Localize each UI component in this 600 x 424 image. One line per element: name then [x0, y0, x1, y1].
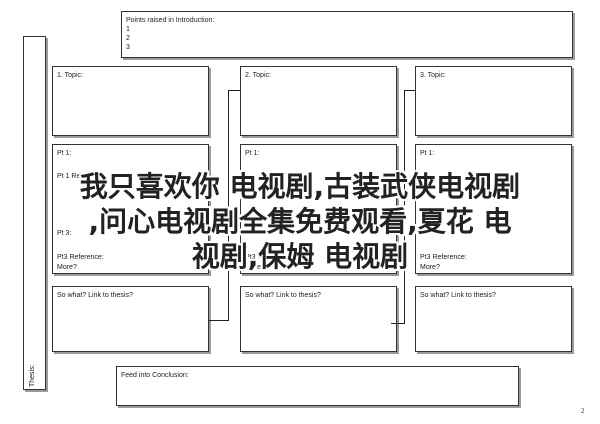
more-label-3: More? [420, 264, 440, 271]
conclusion-label: Feed into Conclusion: [121, 372, 189, 379]
so-what-box-2: So what? Link to thesis? [240, 286, 397, 352]
so-what-label-2: So what? Link to thesis? [245, 292, 321, 299]
points-item-1: 1 [126, 26, 130, 33]
pt1-label-1: Pt 1: [57, 150, 72, 157]
pt1-label-2: Pt 1: [245, 150, 260, 157]
points-item-2: 2 [126, 35, 130, 42]
so-what-label-1: So what? Link to thesis? [57, 292, 133, 299]
connector-2-bottom [391, 323, 405, 324]
so-what-box-3: So what? Link to thesis? [415, 286, 572, 352]
more-label-2: More? [245, 264, 265, 271]
points-raised-title: Points raised in Introduction: [126, 17, 215, 24]
more-label-1: More? [57, 264, 77, 271]
topic-label-3: 3. Topic: [420, 72, 446, 79]
points-raised-box: Points raised in Introduction: 1 2 3 [121, 11, 573, 58]
pt1-label-3: Pt 1: [420, 150, 435, 157]
overlay-line-2: ,问心电视剧全集免费观看,夏花 电 [88, 205, 512, 238]
connector-2-top [404, 90, 416, 91]
points-item-3: 3 [126, 44, 130, 51]
page-number: 2 [581, 407, 585, 415]
connector-1-bottom [209, 320, 229, 321]
pt3-ref-label-3: Pt3 Reference: [420, 254, 467, 261]
points-box-3: Pt 1: Pt3 Reference: More? [415, 144, 572, 274]
thesis-label: Thesis: [29, 364, 36, 387]
topic-label-1: 1. Topic: [57, 72, 83, 79]
topic-box-2: 2. Topic: [240, 66, 397, 136]
conclusion-box: Feed into Conclusion: [116, 366, 519, 406]
overlay-line-3: 视剧,保姆 电视剧 [191, 240, 409, 273]
thesis-box: Thesis: [23, 36, 46, 390]
pt3-ref-label-2: Pt3 Reference: [245, 254, 292, 261]
so-what-box-1: So what? Link to thesis? [52, 286, 209, 352]
overlay-line-1: 我只喜欢你 电视剧,古装武侠电视剧 [79, 170, 521, 203]
so-what-label-3: So what? Link to thesis? [420, 292, 496, 299]
topic-box-3: 3. Topic: [415, 66, 572, 136]
connector-2-vertical [404, 90, 405, 323]
connector-1-top [228, 90, 241, 91]
topic-box-1: 1. Topic: [52, 66, 209, 136]
points-box-1: Pt 1: Pt 1 Reference: Pt 3: Pt3 Referenc… [52, 144, 209, 274]
topic-label-2: 2. Topic: [245, 72, 271, 79]
pt3-label-1: Pt 3: [57, 230, 72, 237]
pt3-ref-label-1: Pt3 Reference: [57, 254, 104, 261]
pt1-ref-label-1: Pt 1 Reference: [57, 173, 106, 180]
points-box-2: Pt 1: Pt3 Reference: More? [240, 144, 397, 274]
connector-1-vertical [228, 90, 229, 320]
